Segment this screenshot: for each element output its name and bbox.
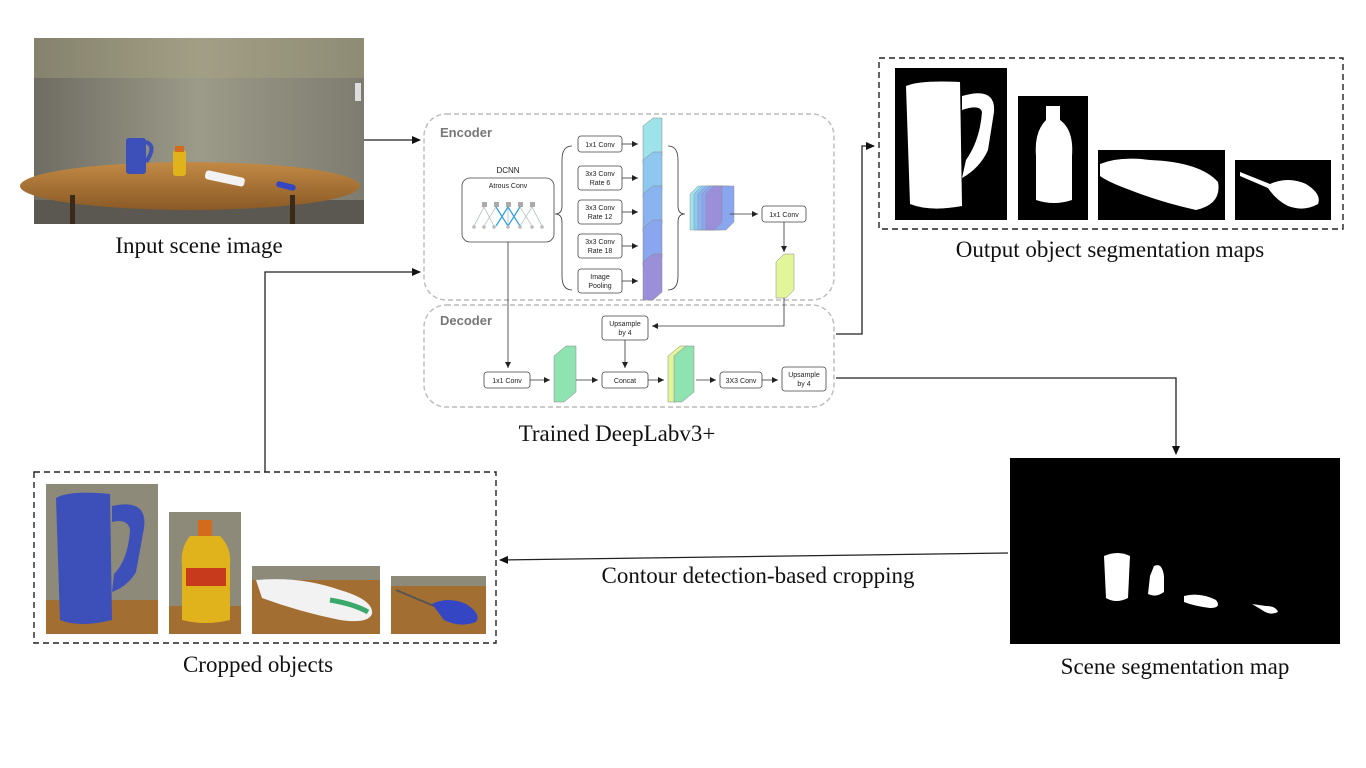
mask-screwdriver (1235, 160, 1331, 220)
svg-text:3x3 Conv: 3x3 Conv (585, 205, 615, 212)
mask-bottle (1098, 150, 1225, 220)
cropped-caption: Cropped objects (183, 652, 333, 677)
scene-segmentation-map (1010, 458, 1340, 644)
arrow-scene-to-cropped (499, 552, 1009, 564)
decoder-panel (423, 304, 835, 408)
model-caption: Trained DeepLabv3+ (519, 421, 716, 446)
atrous-conv-graphic (472, 202, 544, 229)
scene-seg-caption: Scene segmentation map (1061, 654, 1290, 679)
output-caption: Output object segmentation maps (956, 237, 1265, 262)
input-caption: Input scene image (115, 233, 282, 258)
aspp-arrows (622, 141, 638, 284)
decoder-3x3-conv: 3X3 Conv (719, 371, 763, 389)
cropping-arrow-label: Contour detection-based cropping (602, 563, 915, 588)
cropped-objects (46, 484, 486, 634)
svg-text:Pooling: Pooling (588, 283, 611, 290)
aspp-branch-1: 1x1 Conv (577, 135, 623, 153)
dcnn-title: DCNN (496, 166, 519, 175)
aspp-branch-3: 3x3 Conv Rate 12 (577, 199, 623, 225)
crop-screwdriver (391, 576, 486, 634)
dcnn-subtitle: Atrous Conv (489, 183, 528, 190)
input-scene-image (20, 38, 364, 224)
aspp-feature-maps (642, 117, 663, 301)
decoder-lowlevel-conv: 1x1 Conv (483, 371, 531, 389)
decoder-upsample-2: Upsample by 4 (781, 366, 827, 392)
output-maps-frame (878, 57, 1344, 230)
arrow-model-to-scene-map (836, 377, 1180, 455)
aspp-right-brace (667, 145, 686, 291)
encoder-output-conv: 1x1 Conv (761, 205, 807, 223)
svg-text:Image: Image (590, 274, 610, 281)
svg-text:1x1 Conv: 1x1 Conv (769, 212, 799, 219)
aspp-branch-2: 3x3 Conv Rate 6 (577, 165, 623, 191)
mask-pitcher (895, 68, 1007, 220)
encoder-title: Encoder (440, 125, 492, 140)
encoder-panel (423, 113, 835, 301)
decoder-title: Decoder (440, 313, 492, 328)
output-segmentation-maps (895, 68, 1331, 220)
decoder-upsample-1: Upsample by 4 (601, 315, 649, 341)
aspp-left-brace (554, 145, 573, 291)
aspp-branch-4: 3x3 Conv Rate 18 (577, 233, 623, 259)
decoder-concat: Concat (601, 371, 649, 389)
svg-text:Upsample: Upsample (609, 321, 641, 328)
deeplab-model: Encoder Decoder DCNN Atrous Conv (423, 113, 835, 408)
svg-text:1x1 Conv: 1x1 Conv (492, 378, 522, 385)
decoder-lowlevel-feature (553, 345, 577, 403)
aspp-concat-stack (689, 185, 735, 231)
svg-text:1x1 Conv: 1x1 Conv (585, 142, 615, 149)
svg-text:3X3 Conv: 3X3 Conv (726, 378, 757, 385)
encoder-output-feature (775, 253, 795, 299)
svg-text:Upsample: Upsample (788, 372, 820, 379)
aspp-branch-5: Image Pooling (577, 268, 623, 294)
mask-mustard (1018, 96, 1088, 220)
svg-text:Concat: Concat (614, 378, 636, 385)
svg-text:by 4: by 4 (797, 381, 810, 388)
svg-text:3x3 Conv: 3x3 Conv (585, 239, 615, 246)
crop-bottle (252, 566, 380, 634)
crop-pitcher (46, 484, 158, 634)
arrow-cropped-to-model (264, 268, 421, 472)
svg-text:Rate 18: Rate 18 (588, 248, 613, 255)
arrow-feature-to-upsample (652, 298, 785, 329)
svg-text:Rate 12: Rate 12 (588, 214, 613, 221)
svg-text:3x3 Conv: 3x3 Conv (585, 171, 615, 178)
arrow-model-to-output (836, 142, 875, 335)
svg-text:by 4: by 4 (618, 330, 631, 337)
decoder-concat-stack (667, 345, 695, 403)
svg-text:Rate 6: Rate 6 (590, 180, 611, 187)
crop-mustard (169, 512, 241, 634)
